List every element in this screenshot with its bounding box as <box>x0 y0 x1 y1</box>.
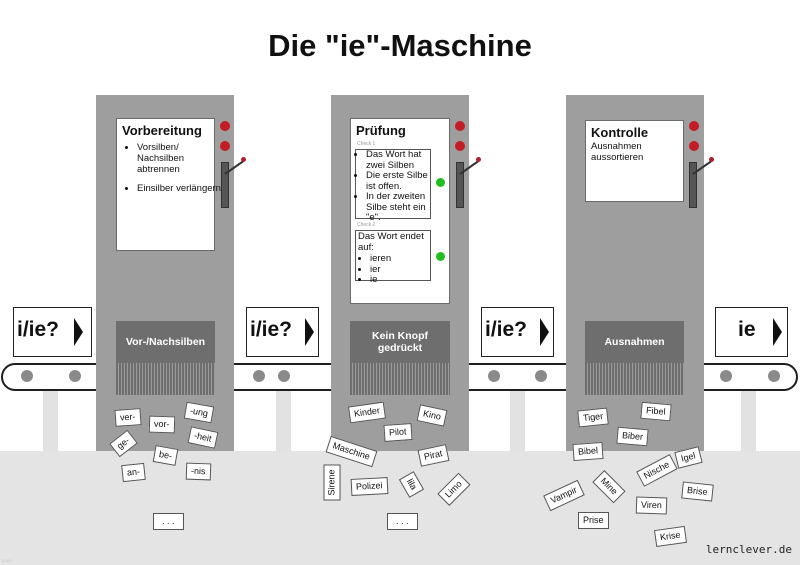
check-item: Das Wort hat zwei Silben <box>366 149 430 171</box>
green-indicator <box>436 178 445 187</box>
word-card: . . . <box>387 513 418 530</box>
belt-leg <box>43 386 58 452</box>
belt-roller <box>253 370 265 382</box>
check-item: Die erste Silbe ist offen. <box>366 170 430 192</box>
screen-title: Kontrolle <box>591 125 649 140</box>
machine-pruefung: Prüfung Check 1 Das Wort hat zwei Silben… <box>331 95 481 451</box>
red-button[interactable] <box>455 141 465 151</box>
sign-text: i/ie? <box>250 318 293 341</box>
lever-slot <box>221 162 229 208</box>
belt-roller <box>720 370 732 382</box>
word-card: Fibel <box>640 401 672 422</box>
sign-i-ie-2: i/ie? <box>246 307 319 357</box>
machine-panel: Ausnahmen <box>585 321 684 363</box>
arrow-right-icon <box>540 318 549 346</box>
belt-leg <box>510 386 525 452</box>
instruction-list: Vorsilben/ Nachsilben abtrennen Einsilbe… <box>127 142 223 202</box>
green-indicator <box>436 252 445 261</box>
ending-item: ie <box>370 274 430 286</box>
sign-text: i/ie? <box>485 318 528 341</box>
word-card: Prise <box>578 512 609 529</box>
red-button[interactable] <box>455 121 465 131</box>
arrow-right-icon <box>74 318 83 346</box>
word-card: Brise <box>681 481 714 502</box>
instruction-item: Einsilber verlängern <box>137 183 223 194</box>
lever-slot <box>689 162 697 208</box>
red-button[interactable] <box>689 121 699 131</box>
shredder-fringe <box>350 363 450 395</box>
machine-screen: Prüfung Check 1 Das Wort hat zwei Silben… <box>350 118 450 304</box>
belt-roller <box>768 370 780 382</box>
word-card: ver- <box>114 408 142 427</box>
watermark: lernclever.de <box>705 543 792 556</box>
word-card: Tiger <box>577 407 609 428</box>
belt-leg <box>276 386 291 452</box>
lever-knob <box>476 157 481 162</box>
machine-screen: Kontrolle Ausnahmen aussortieren <box>585 120 684 202</box>
check-heading: Das Wort endet auf: <box>358 231 424 253</box>
screen-title: Vorbereitung <box>122 123 202 138</box>
word-card: Biber <box>616 426 649 447</box>
red-button[interactable] <box>220 121 230 131</box>
word-card: Pilot <box>383 423 413 442</box>
ending-item: ier <box>370 264 430 276</box>
arrow-right-icon <box>773 318 782 346</box>
shredder-fringe <box>116 363 215 395</box>
ending-list: ieren ier ie <box>356 253 430 286</box>
machine-kontrolle: Kontrolle Ausnahmen aussortieren Ausnahm… <box>566 95 714 451</box>
machine-panel: Kein Knopf gedrückt <box>350 321 450 363</box>
instruction-item: Vorsilben/ Nachsilben abtrennen <box>137 142 223 175</box>
word-card: Viren <box>635 496 668 515</box>
lever-knob <box>241 157 246 162</box>
machine-vorbereitung: Vorbereitung Vorsilben/ Nachsilben abtre… <box>96 95 246 451</box>
belt-leg <box>741 386 756 452</box>
lever-knob <box>709 157 714 162</box>
check-caption: Check 1 <box>357 141 376 147</box>
footer-tiny-text: 2 2 0 - <box>2 558 14 563</box>
belt-roller <box>21 370 33 382</box>
red-button[interactable] <box>220 141 230 151</box>
word-card: -nis <box>185 462 211 481</box>
word-card: Polizei <box>350 477 388 496</box>
arrow-right-icon <box>305 318 314 346</box>
belt-roller <box>535 370 547 382</box>
belt-roller <box>278 370 290 382</box>
check-box-1: Check 1 Das Wort hat zwei Silben Die ers… <box>355 141 431 223</box>
sign-i-ie-3: i/ie? <box>481 307 554 357</box>
check-box-2: Check 2 Das Wort endet auf: ieren ier ie <box>355 222 431 285</box>
shredder-fringe <box>585 363 684 395</box>
sign-text: i/ie? <box>17 318 60 341</box>
screen-title: Prüfung <box>356 123 406 138</box>
word-card: an- <box>121 462 146 483</box>
belt-roller <box>69 370 81 382</box>
word-card: vor- <box>148 415 175 434</box>
word-card: . . . <box>153 513 184 530</box>
red-button[interactable] <box>689 141 699 151</box>
word-card: Bibel <box>572 441 604 462</box>
sign-text: ie <box>738 318 756 341</box>
instruction-text: Ausnahmen aussortieren <box>591 141 644 163</box>
lever-slot <box>456 162 464 208</box>
check-list: Das Wort hat zwei Silben Die erste Silbe… <box>356 149 430 224</box>
machine-screen: Vorbereitung Vorsilben/ Nachsilben abtre… <box>116 118 221 251</box>
page-title: Die "ie"-Maschine <box>268 28 532 63</box>
ending-item: ieren <box>370 253 430 265</box>
check-item: In der zweiten Silbe steht ein "e". <box>366 191 430 224</box>
check-caption: Check 2 <box>357 222 376 228</box>
belt-roller <box>488 370 500 382</box>
word-card: Sirene <box>323 464 341 501</box>
machine-panel: Vor-/Nachsilben <box>116 321 215 363</box>
sign-i-ie-1: i/ie? <box>13 307 92 357</box>
sign-ie: ie <box>715 307 788 357</box>
